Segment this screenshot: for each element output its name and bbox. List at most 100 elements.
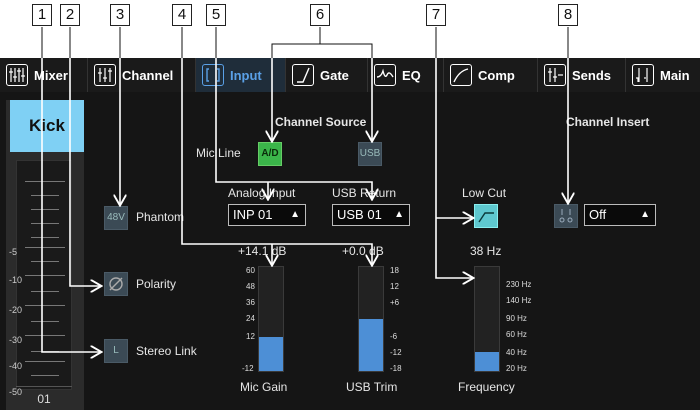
mic-gain-scale: 24 — [246, 314, 255, 323]
usb-return-select[interactable]: USB 01 ▲ — [332, 204, 410, 226]
mic-gain-level — [259, 336, 283, 371]
meter-tick-line — [25, 275, 65, 276]
meter-tick-line — [31, 237, 59, 238]
low-cut-readout: 38 Hz — [470, 244, 502, 258]
mic-gain-scale: 12 — [246, 332, 255, 341]
main-icon — [632, 64, 654, 86]
gate-icon — [292, 64, 314, 86]
insert-select[interactable]: Off ▲ — [584, 204, 656, 226]
channel-meter: -5 -10 -20 -30 -40 -50 — [9, 160, 72, 397]
mic-gain-readout: +14.1 dB — [238, 244, 287, 258]
callout-5: 5 — [206, 4, 226, 26]
phantom-button[interactable]: 48V — [104, 206, 128, 230]
select-arrow-icon: ▲ — [640, 209, 650, 220]
tab-main[interactable]: Main — [626, 58, 700, 92]
tab-comp[interactable]: Comp — [444, 58, 538, 92]
meter-tick-line — [31, 195, 59, 196]
tab-gate[interactable]: Gate — [286, 58, 368, 92]
channel-icon — [94, 64, 116, 86]
usb-button[interactable]: USB — [358, 142, 382, 166]
callout-1: 1 — [32, 4, 52, 26]
stereo-link-button[interactable]: L — [104, 339, 128, 363]
callout-4: 4 — [172, 4, 192, 26]
tab-eq-label: EQ — [402, 67, 421, 83]
usb-trim-level — [359, 319, 383, 371]
frequency-scale: 90 Hz — [506, 314, 527, 323]
tab-channel[interactable]: Channel — [88, 58, 196, 92]
low-cut-icon — [478, 212, 494, 223]
callout-3: 3 — [110, 4, 130, 26]
eq-icon — [374, 64, 396, 86]
meter-tick-line — [25, 335, 65, 336]
polarity-button[interactable] — [104, 272, 128, 296]
low-cut-frequency-level — [475, 352, 499, 371]
mic-gain-scale: -12 — [242, 364, 254, 373]
channel-name-button[interactable]: Kick — [10, 100, 84, 152]
meter-tick-label: -30 — [9, 335, 23, 345]
tab-eq[interactable]: EQ — [368, 58, 444, 92]
app-window: Mixer Channel Input Gate EQ — [0, 58, 700, 410]
callout-7: 7 — [426, 4, 446, 26]
phantom-label: Phantom — [136, 210, 185, 224]
analog-input-select[interactable]: INP 01 ▲ — [228, 204, 306, 226]
tab-sends[interactable]: Sends — [538, 58, 626, 92]
meter-tick-line — [31, 209, 59, 210]
usb-trim-scale: -6 — [390, 332, 398, 341]
frequency-scale: 20 Hz — [506, 364, 527, 373]
usb-return-label: USB Return — [332, 186, 397, 200]
frequency-label: Frequency — [458, 380, 515, 394]
usb-return-value: USB 01 — [337, 207, 382, 222]
mic-line-label: Mic Line — [196, 146, 241, 160]
frequency-scale: 60 Hz — [506, 330, 527, 339]
mic-gain-scale: 36 — [246, 298, 255, 307]
tab-input-label: Input — [230, 67, 262, 83]
polarity-icon — [109, 277, 123, 291]
meter-tick-label: -5 — [9, 247, 18, 257]
callout-2: 2 — [60, 4, 80, 26]
tab-input[interactable]: Input — [196, 58, 286, 92]
channel-insert-heading: Channel Insert — [566, 115, 650, 129]
meter-tick-line — [31, 375, 59, 376]
mic-gain-label: Mic Gain — [240, 380, 288, 394]
usb-trim-scale: +6 — [390, 298, 400, 307]
callout-8: 8 — [558, 4, 578, 26]
meter-tick-label: -40 — [9, 361, 23, 371]
stereo-link-label: Stereo Link — [136, 344, 197, 358]
tab-channel-label: Channel — [122, 67, 174, 83]
insert-icon — [559, 209, 573, 223]
low-cut-button[interactable] — [474, 204, 498, 228]
tab-bar: Mixer Channel Input Gate EQ — [0, 58, 700, 92]
callout-6: 6 — [310, 4, 330, 26]
polarity-label: Polarity — [136, 277, 177, 291]
meter-tick-label: -10 — [9, 275, 23, 285]
analog-input-value: INP 01 — [233, 207, 273, 222]
input-icon — [202, 64, 224, 86]
channel-number: 01 — [16, 386, 72, 410]
tab-mixer[interactable]: Mixer — [0, 58, 88, 92]
channel-strip: Kick -5 -10 -20 -30 -40 -50 01 — [6, 100, 84, 410]
tab-gate-label: Gate — [320, 67, 349, 83]
usb-trim-fader[interactable] — [358, 266, 384, 372]
meter-tick-label: -20 — [9, 305, 23, 315]
frequency-scale: 230 Hz — [506, 280, 532, 289]
insert-button[interactable] — [554, 204, 578, 228]
tab-main-label: Main — [660, 67, 690, 83]
tab-comp-label: Comp — [478, 67, 515, 83]
usb-trim-scale: 12 — [390, 282, 399, 291]
mic-gain-fader[interactable] — [258, 266, 284, 372]
usb-trim-scale: 18 — [390, 266, 399, 275]
mic-gain-scale: 48 — [246, 282, 255, 291]
comp-icon — [450, 64, 472, 86]
ad-button[interactable]: A/D — [258, 142, 282, 166]
low-cut-frequency-fader[interactable] — [474, 266, 500, 372]
meter-tick-line — [25, 181, 65, 182]
channel-source-heading: Channel Source — [275, 115, 367, 129]
insert-value: Off — [589, 207, 607, 222]
select-arrow-icon: ▲ — [290, 209, 300, 220]
low-cut-label: Low Cut — [462, 186, 507, 200]
mixer-icon — [6, 64, 28, 86]
meter-tick-line — [25, 361, 65, 362]
sends-icon — [544, 64, 566, 86]
tab-mixer-label: Mixer — [34, 67, 68, 83]
analog-input-label: Analog Input — [228, 186, 296, 200]
